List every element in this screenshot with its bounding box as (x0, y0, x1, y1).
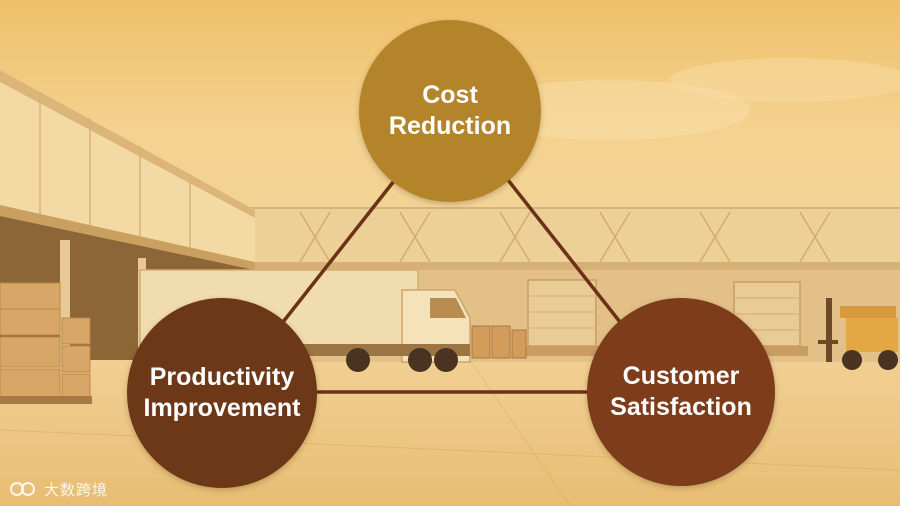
customer-satisfaction-node: Customer Satisfaction (587, 298, 775, 486)
productivity-improvement-label: Productivity Improvement (143, 363, 301, 422)
customer-satisfaction-label: Customer Satisfaction (610, 362, 752, 421)
watermark: 大数跨境 (8, 478, 108, 500)
cost-reduction-node: Cost Reduction (359, 20, 541, 202)
productivity-improvement-node: Productivity Improvement (127, 298, 317, 488)
cost-reduction-label: Cost Reduction (388, 81, 512, 140)
connector-lines (281, 178, 622, 394)
logo-icon (10, 482, 35, 496)
watermark-text: 大数跨境 (44, 481, 109, 499)
